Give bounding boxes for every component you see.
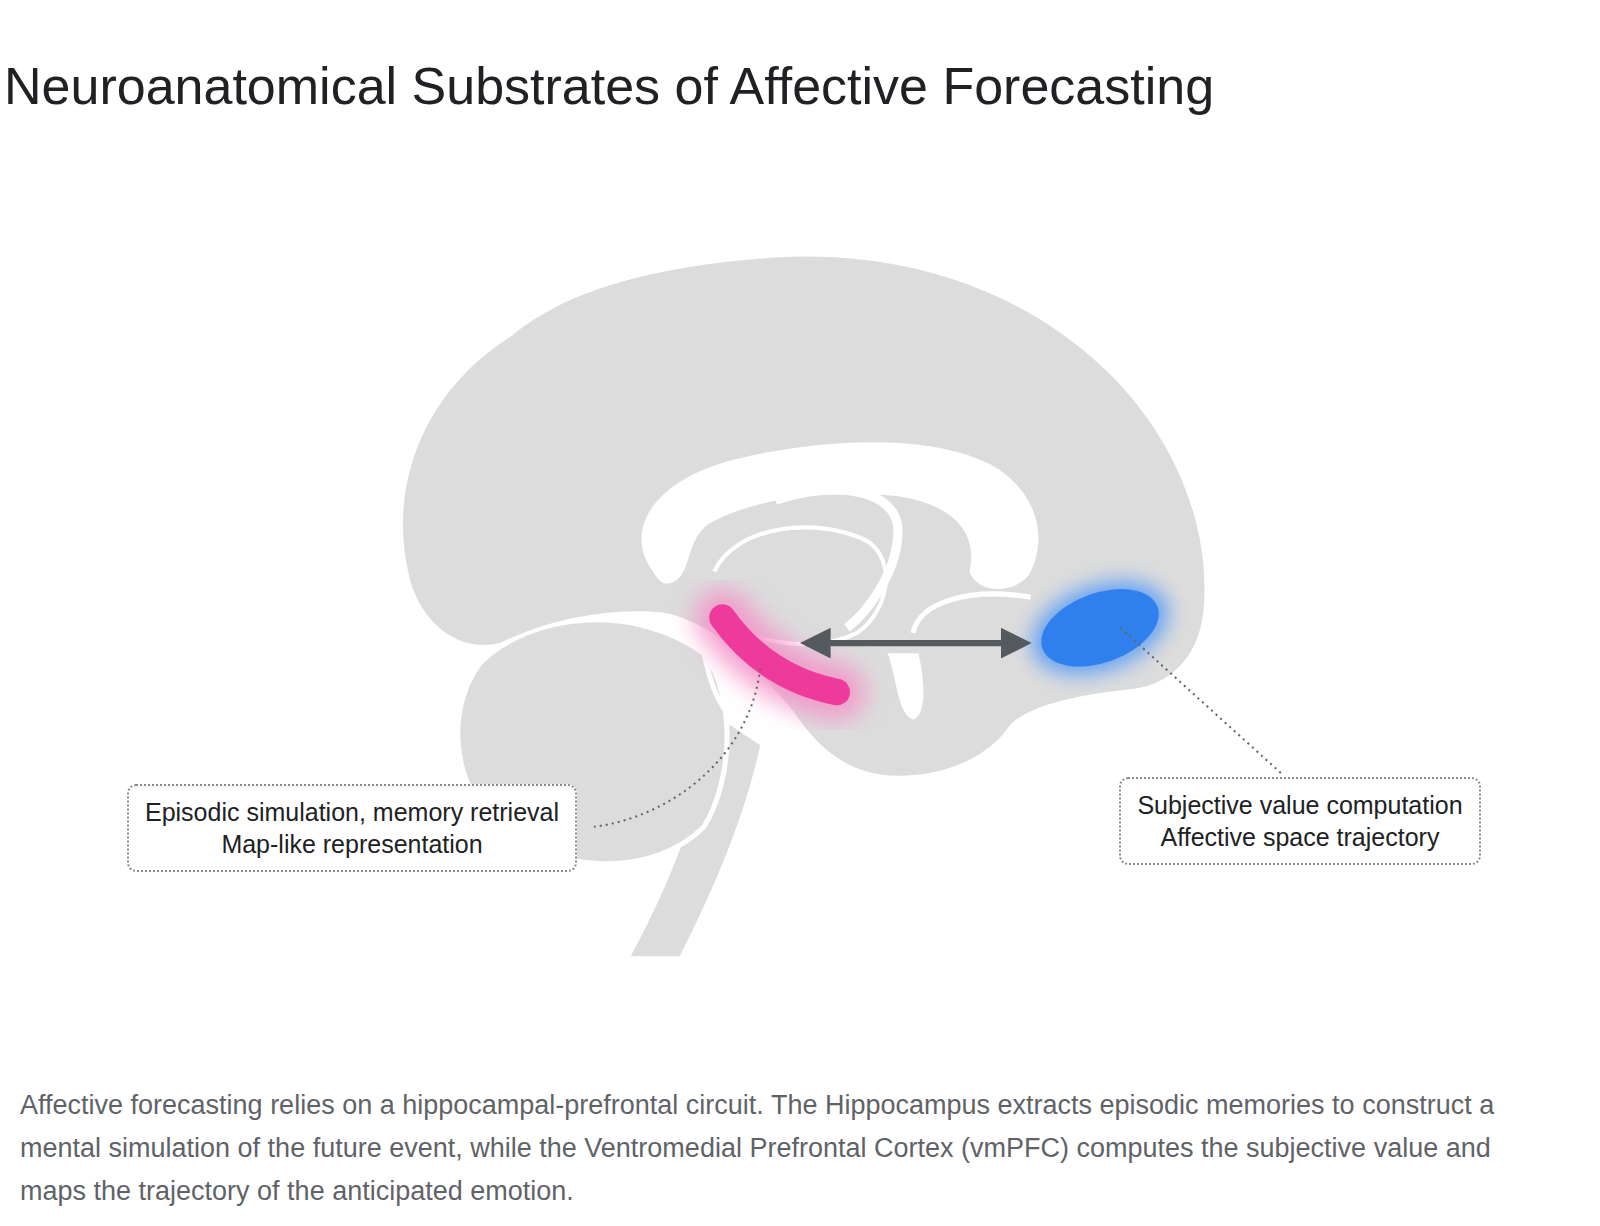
- callout-box: Episodic simulation, memory retrievalMap…: [127, 784, 577, 872]
- frontal-boundary: [913, 594, 1030, 633]
- circuit-arrow: [806, 640, 1025, 646]
- callout-text: Episodic simulation, memory retrieval: [145, 796, 559, 828]
- callout-text: Subjective value computation: [1137, 789, 1462, 821]
- hippocampus: [722, 618, 836, 692]
- cerebrum: [403, 256, 1205, 775]
- callout-text: Map-like representation: [145, 828, 559, 860]
- vmpfc-glow: [1018, 563, 1182, 692]
- leader-line: [594, 669, 760, 827]
- corpus-callosum: [641, 442, 1038, 589]
- vmpfc: [1031, 574, 1170, 681]
- temporal-boundary: [888, 653, 924, 719]
- caption: Affective forecasting relies on a hippoc…: [20, 1084, 1550, 1213]
- title: Neuroanatomical Substrates of Affective …: [4, 56, 1214, 116]
- callout-box: Subjective value computationAffective sp…: [1119, 777, 1480, 865]
- leader-line: [1120, 628, 1281, 774]
- hippocampus-glow: [722, 618, 836, 692]
- callout-text: Affective space trajectory: [1137, 821, 1462, 853]
